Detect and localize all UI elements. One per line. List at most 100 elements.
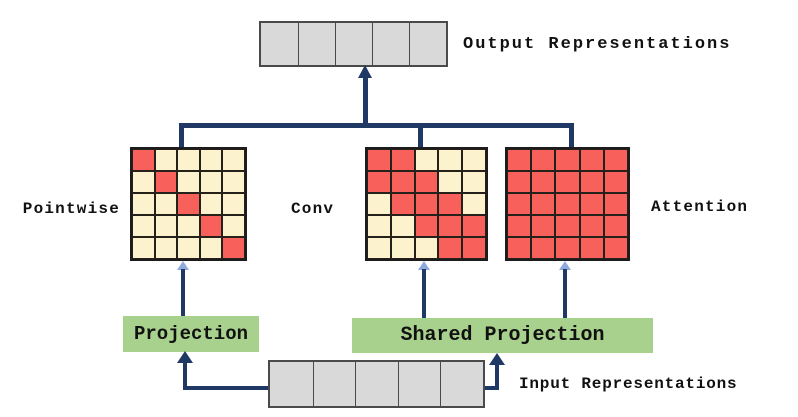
matrix-cell-inactive bbox=[367, 215, 391, 237]
shared-projection-box: Shared Projection bbox=[352, 318, 653, 353]
shared-to-conv-line bbox=[422, 269, 426, 318]
token-cell bbox=[372, 23, 409, 65]
matrix-cell-active bbox=[603, 193, 628, 215]
connector-stub-pointwise bbox=[179, 126, 184, 148]
token-cell bbox=[409, 23, 446, 65]
matrix-cell-active bbox=[390, 193, 415, 215]
projection-box-label: Projection bbox=[133, 323, 249, 345]
matrix-cell-inactive bbox=[367, 193, 391, 215]
connector-stub-attention bbox=[569, 126, 574, 148]
matrix-cell-active bbox=[507, 171, 532, 193]
matrix-cell-active bbox=[531, 149, 556, 171]
matrix-cell-active bbox=[555, 149, 580, 171]
matrix-cell-active bbox=[154, 171, 178, 193]
matrix-cell-active bbox=[414, 193, 439, 215]
matrix-cell-inactive bbox=[390, 237, 415, 259]
token-cell bbox=[355, 362, 398, 406]
matrix-cell-active bbox=[507, 237, 532, 259]
matrix-cell-active bbox=[603, 215, 628, 237]
matrix-cell-inactive bbox=[438, 149, 463, 171]
matrix-cell-inactive bbox=[222, 215, 245, 237]
matrix-cell-active bbox=[507, 193, 532, 215]
matrix-cell-active bbox=[579, 193, 604, 215]
matrix-cell-inactive bbox=[132, 193, 155, 215]
matrix-cell-active bbox=[367, 149, 391, 171]
matrix-cell-inactive bbox=[414, 149, 439, 171]
connector-center-vertical bbox=[363, 77, 368, 125]
matrix-cell-active bbox=[414, 171, 439, 193]
arrow-up-to-conv-icon bbox=[418, 261, 430, 270]
pointwise-label: Pointwise bbox=[22, 200, 120, 218]
matrix-cell-active bbox=[199, 215, 223, 237]
matrix-cell-active bbox=[555, 215, 580, 237]
matrix-cell-inactive bbox=[177, 237, 200, 259]
matrix-cell-active bbox=[414, 215, 439, 237]
token-cell bbox=[440, 362, 483, 406]
matrix-cell-inactive bbox=[222, 149, 245, 171]
matrix-cell-inactive bbox=[177, 215, 200, 237]
matrix-cell-active bbox=[438, 237, 463, 259]
matrix-cell-inactive bbox=[222, 171, 245, 193]
pointwise-matrix bbox=[130, 147, 247, 261]
projection-to-pointwise-line bbox=[181, 269, 185, 316]
matrix-cell-active bbox=[555, 193, 580, 215]
matrix-cell-active bbox=[603, 237, 628, 259]
matrix-cell-inactive bbox=[199, 171, 223, 193]
attention-label: Attention bbox=[651, 198, 749, 216]
matrix-cell-active bbox=[603, 149, 628, 171]
matrix-cell-inactive bbox=[462, 149, 486, 171]
matrix-cell-inactive bbox=[154, 149, 178, 171]
matrix-cell-inactive bbox=[132, 237, 155, 259]
arrow-up-to-shared-projection-icon bbox=[489, 353, 505, 365]
conv-matrix bbox=[365, 147, 488, 261]
output-representations-row bbox=[259, 21, 448, 67]
matrix-cell-inactive bbox=[199, 149, 223, 171]
connector-horizontal bbox=[179, 123, 574, 128]
matrix-cell-active bbox=[531, 237, 556, 259]
matrix-cell-active bbox=[555, 237, 580, 259]
matrix-cell-active bbox=[438, 215, 463, 237]
arrow-up-to-output-icon bbox=[358, 65, 372, 78]
token-cell bbox=[335, 23, 372, 65]
shared-to-attention-line bbox=[563, 269, 567, 318]
matrix-cell-active bbox=[579, 149, 604, 171]
arrow-up-to-pointwise-icon bbox=[177, 261, 189, 270]
matrix-cell-active bbox=[222, 237, 245, 259]
matrix-cell-active bbox=[531, 171, 556, 193]
matrix-cell-inactive bbox=[154, 215, 178, 237]
matrix-cell-active bbox=[507, 215, 532, 237]
input-to-projection-vertical bbox=[183, 362, 187, 390]
matrix-cell-active bbox=[579, 237, 604, 259]
matrix-cell-inactive bbox=[154, 237, 178, 259]
matrix-cell-active bbox=[177, 193, 200, 215]
input-representations-label: Input Representations bbox=[519, 375, 738, 393]
matrix-cell-inactive bbox=[199, 237, 223, 259]
matrix-cell-active bbox=[555, 171, 580, 193]
conv-label: Conv bbox=[291, 200, 335, 218]
matrix-cell-active bbox=[531, 193, 556, 215]
projection-box: Projection bbox=[123, 316, 259, 352]
input-representations-row bbox=[268, 360, 485, 408]
matrix-cell-inactive bbox=[462, 171, 486, 193]
matrix-cell-active bbox=[438, 193, 463, 215]
matrix-cell-active bbox=[579, 171, 604, 193]
attention-matrix bbox=[505, 147, 630, 261]
arrow-up-to-projection-icon bbox=[177, 351, 193, 363]
matrix-cell-active bbox=[603, 171, 628, 193]
matrix-cell-inactive bbox=[132, 215, 155, 237]
input-to-projection-horizontal bbox=[183, 386, 268, 390]
token-cell bbox=[270, 362, 313, 406]
input-to-shared-vertical bbox=[495, 364, 499, 390]
matrix-cell-active bbox=[579, 215, 604, 237]
token-cell bbox=[397, 362, 441, 406]
matrix-cell-inactive bbox=[222, 193, 245, 215]
matrix-cell-inactive bbox=[462, 193, 486, 215]
input-to-shared-horizontal bbox=[485, 386, 499, 390]
matrix-cell-inactive bbox=[177, 171, 200, 193]
token-cell bbox=[298, 23, 335, 65]
matrix-cell-active bbox=[462, 237, 486, 259]
matrix-cell-active bbox=[390, 171, 415, 193]
matrix-cell-active bbox=[462, 215, 486, 237]
matrix-cell-inactive bbox=[414, 237, 439, 259]
